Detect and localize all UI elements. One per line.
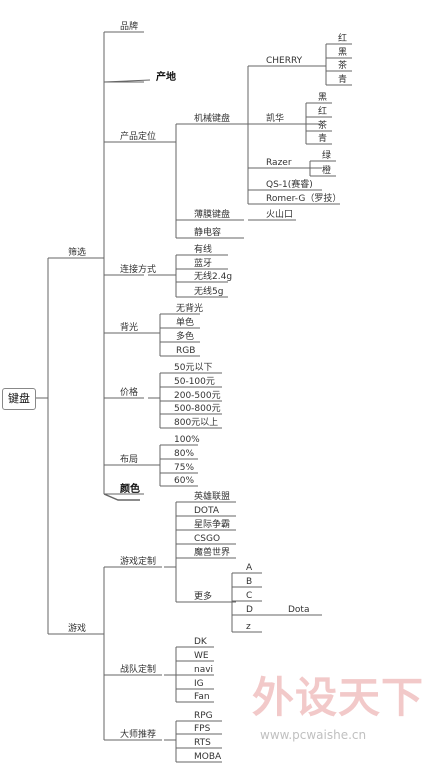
node-game[interactable]: 游戏 (68, 624, 87, 634)
node-team-dk[interactable]: DK (194, 637, 207, 647)
node-kaihua-black[interactable]: 黑 (318, 93, 328, 103)
node-more-z[interactable]: z (246, 622, 251, 632)
node-connection-bluetooth[interactable]: 蓝牙 (194, 259, 213, 269)
node-backlight-none[interactable]: 无背光 (176, 304, 204, 314)
node-cherry-red[interactable]: 红 (338, 34, 348, 44)
node-backlight-single[interactable]: 单色 (176, 318, 195, 328)
node-filter[interactable]: 筛选 (68, 248, 87, 258)
node-membrane[interactable]: 薄膜键盘 (194, 210, 231, 220)
node-qs1[interactable]: QS-1(赛睿) (266, 180, 313, 190)
node-more-d[interactable]: D (246, 605, 253, 615)
node-razer[interactable]: Razer (266, 158, 292, 168)
node-cherry-brown[interactable]: 茶 (338, 61, 348, 71)
watermark: 外设天下 www.pcwaishe.cn (252, 672, 444, 750)
node-capacitive[interactable]: 静电容 (194, 228, 222, 238)
node-team-ig[interactable]: IG (194, 679, 204, 689)
node-game-dota[interactable]: DOTA (194, 506, 219, 516)
node-game-csgo[interactable]: CSGO (194, 534, 221, 544)
node-cherry-black[interactable]: 黑 (338, 48, 348, 58)
node-layout-80[interactable]: 80% (174, 449, 195, 459)
node-volcano[interactable]: 火山口 (266, 210, 294, 220)
node-layout[interactable]: 布局 (120, 455, 139, 465)
node-team-custom[interactable]: 战队定制 (120, 665, 157, 675)
node-team-fan[interactable]: Fan (194, 692, 210, 702)
node-master-moba[interactable]: MOBA (194, 752, 222, 762)
node-more-a[interactable]: A (246, 563, 253, 573)
node-game-wow[interactable]: 魔兽世界 (194, 548, 231, 558)
node-more-c[interactable]: C (246, 591, 253, 601)
node-layout-60[interactable]: 60% (174, 476, 195, 486)
node-connection-wired[interactable]: 有线 (194, 245, 213, 255)
node-game-custom[interactable]: 游戏定制 (120, 557, 157, 567)
watermark-logo: 外设天下 (252, 673, 425, 722)
node-romerg[interactable]: Romer-G（罗技） (266, 194, 342, 204)
node-team-navi[interactable]: navi (194, 665, 214, 675)
node-layout-75[interactable]: 75% (174, 463, 195, 473)
node-price-under50[interactable]: 50元以下 (174, 363, 213, 373)
node-positioning[interactable]: 产品定位 (120, 132, 157, 142)
node-color[interactable]: 颜色 (120, 484, 140, 495)
node-price-50-100[interactable]: 50-100元 (174, 377, 215, 387)
node-game-lol[interactable]: 英雄联盟 (194, 492, 231, 502)
node-kaihua-red[interactable]: 红 (318, 107, 328, 117)
node-kaihua-blue[interactable]: 青 (318, 134, 328, 144)
node-backlight-multi[interactable]: 多色 (176, 332, 195, 342)
node-origin[interactable]: 产地 (156, 72, 176, 83)
node-game-starcraft[interactable]: 星际争霸 (194, 520, 231, 530)
node-master-rts[interactable]: RTS (194, 738, 211, 748)
node-more-dota[interactable]: Dota (288, 605, 310, 615)
node-master-rpg[interactable]: RPG (194, 711, 213, 721)
node-more-b[interactable]: B (246, 577, 253, 587)
node-master[interactable]: 大师推荐 (120, 730, 157, 740)
connector-line (103, 493, 140, 501)
node-connection-5g[interactable]: 无线5g (194, 287, 224, 297)
node-mechanical[interactable]: 机械键盘 (194, 114, 231, 124)
node-connection-24g[interactable]: 无线2.4g (194, 272, 233, 282)
root-node-keyboard[interactable]: 键盘 (2, 388, 36, 410)
node-kaihua-brown[interactable]: 茶 (318, 121, 328, 131)
node-price[interactable]: 价格 (120, 388, 139, 398)
node-price-200-500[interactable]: 200-500元 (174, 391, 221, 401)
node-price-500-800[interactable]: 500-800元 (174, 404, 221, 414)
node-price-over800[interactable]: 800元以上 (174, 418, 219, 428)
watermark-url: www.pcwaishe.cn (260, 728, 367, 742)
node-razer-green[interactable]: 绿 (322, 151, 332, 161)
node-backlight-rgb[interactable]: RGB (176, 346, 196, 356)
connector-line (103, 79, 151, 83)
node-team-we[interactable]: WE (194, 651, 209, 661)
node-game-more[interactable]: 更多 (194, 592, 213, 602)
node-cherry[interactable]: CHERRY (266, 56, 303, 66)
node-razer-orange[interactable]: 橙 (322, 166, 332, 176)
node-master-fps[interactable]: FPS (194, 724, 211, 734)
node-cherry-blue[interactable]: 青 (338, 75, 348, 85)
node-layout-100[interactable]: 100% (174, 435, 200, 445)
node-connection[interactable]: 连接方式 (120, 265, 157, 275)
node-kaihua[interactable]: 凯华 (266, 114, 285, 124)
node-backlight[interactable]: 背光 (120, 323, 139, 333)
node-brand[interactable]: 品牌 (120, 22, 139, 32)
